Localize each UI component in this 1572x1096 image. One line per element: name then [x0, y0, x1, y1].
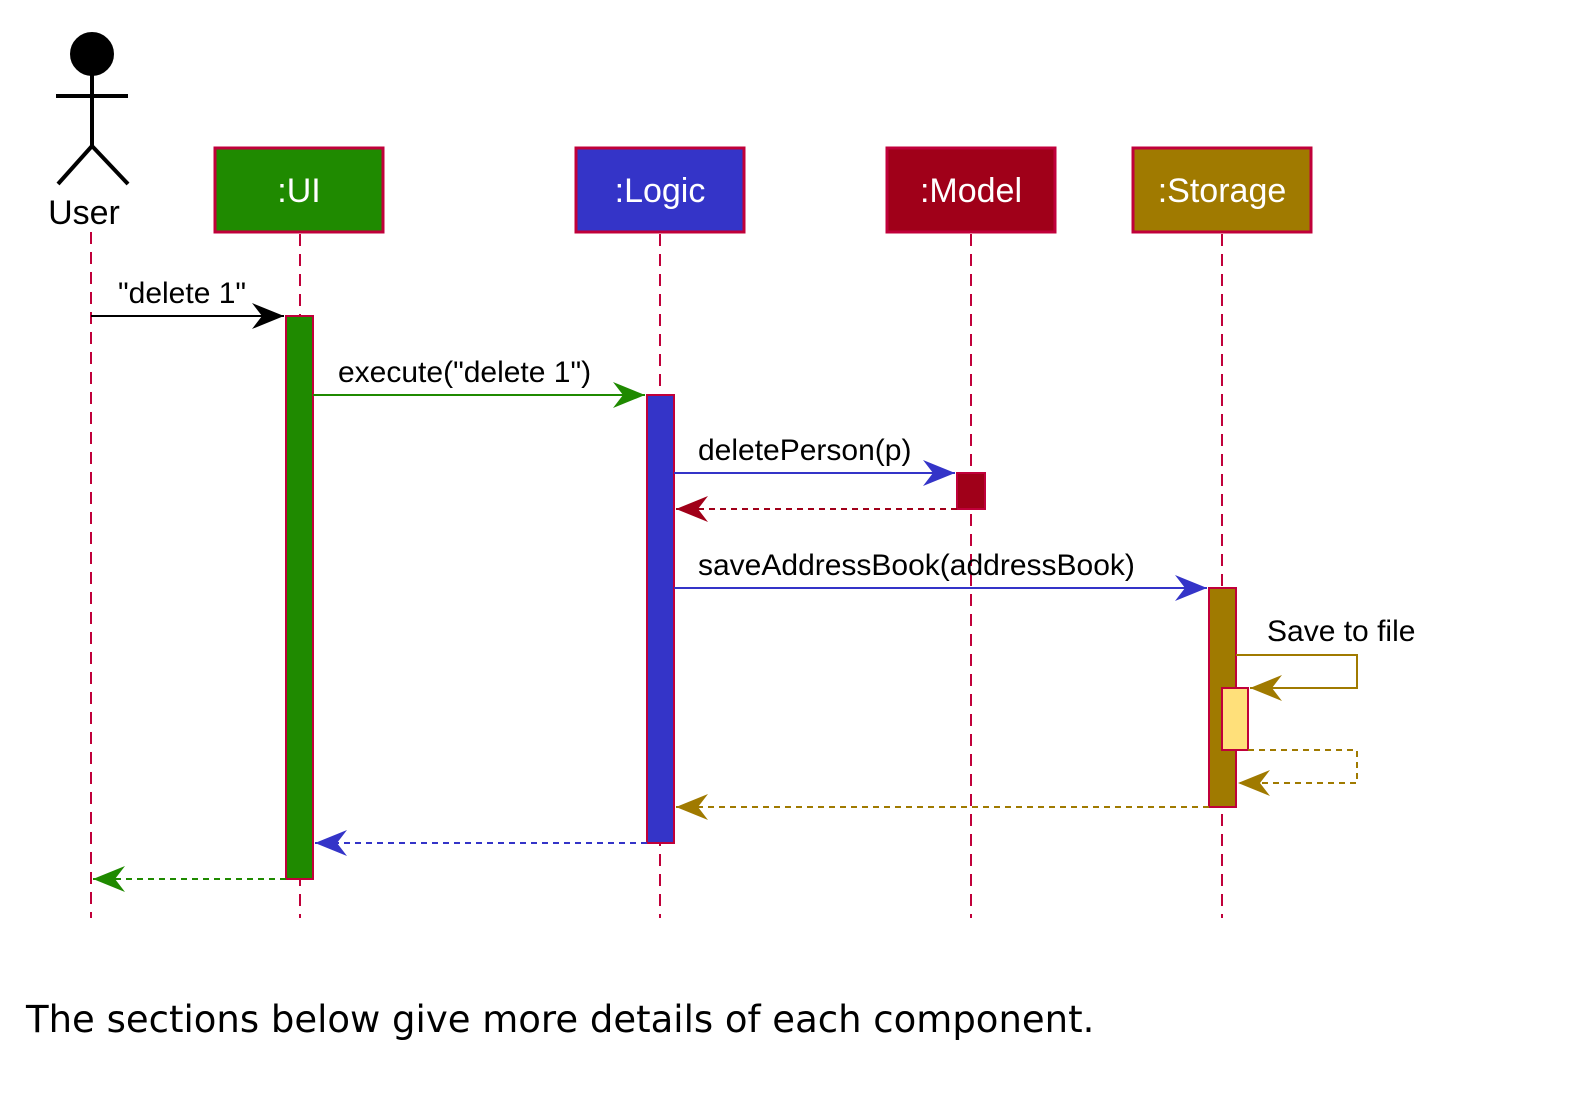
participant-ui: :UI [213, 146, 385, 234]
participant-logic-label: :Logic [615, 172, 706, 210]
footer-paragraph: The sections below give more details of … [26, 998, 1095, 1041]
participant-model-label: :Model [920, 172, 1022, 210]
message-save-to-file-label: Save to file [1267, 615, 1415, 648]
message-delete-person: deletePerson(p) [674, 434, 955, 486]
participant-storage-label: :Storage [1158, 172, 1287, 210]
message-save-address-book-label: saveAddressBook(addressBook) [698, 549, 1135, 582]
participant-ui-label: :UI [277, 172, 320, 210]
message-save-to-file-return [1238, 749, 1358, 796]
message-execute-label: execute("delete 1") [338, 356, 591, 389]
message-save-to-file: Save to file [1236, 615, 1415, 701]
sequence-diagram: User :UI :Logic :Model :Storage "delete … [48, 32, 1415, 918]
message-delete-person-label: deletePerson(p) [698, 434, 911, 467]
participant-storage: :Storage [1131, 146, 1313, 234]
stick-figure-icon [56, 32, 130, 186]
message-delete-command-label: "delete 1" [118, 277, 246, 310]
participant-model: :Model [885, 146, 1057, 234]
actor-user: User [48, 32, 130, 232]
activation-ui [285, 315, 314, 880]
activation-storage-nested [1221, 687, 1249, 751]
message-save-address-book: saveAddressBook(addressBook) [674, 549, 1207, 601]
actor-user-label: User [48, 194, 120, 232]
message-execute: execute("delete 1") [313, 356, 645, 408]
participant-logic: :Logic [574, 146, 746, 234]
activation-model [956, 472, 986, 510]
message-delete-command: "delete 1" [91, 277, 284, 329]
activation-logic [646, 394, 675, 844]
